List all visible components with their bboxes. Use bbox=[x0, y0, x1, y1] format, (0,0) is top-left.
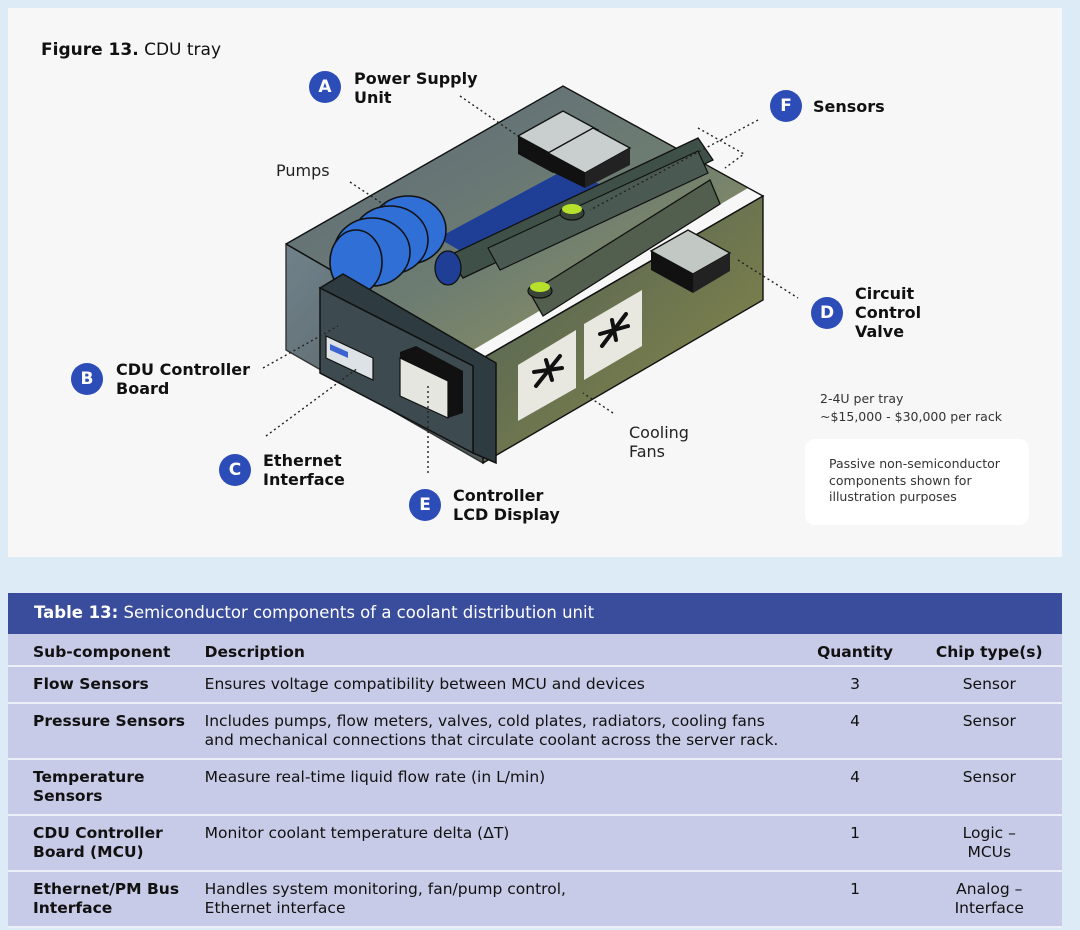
callout-label-sensors: Sensors bbox=[813, 97, 885, 116]
spec-line-units: 2-4U per tray bbox=[820, 391, 904, 406]
table-title: Semiconductor components of a coolant di… bbox=[123, 603, 595, 622]
callout-label-lcd-display: Controller LCD Display bbox=[453, 486, 560, 524]
pipe-lower bbox=[529, 179, 721, 317]
callout-badge-d: D bbox=[811, 297, 843, 329]
spec-note: 2-4U per tray ~$15,000 - $30,000 per rac… bbox=[820, 390, 1002, 426]
cell-quantity: 4 bbox=[793, 760, 917, 816]
cell-chip-type: Sensor bbox=[916, 704, 1062, 760]
cell-quantity: 3 bbox=[793, 667, 917, 704]
table-caption: Table 13: Semiconductor components of a … bbox=[8, 593, 1062, 634]
cell-sub-component: Ethernet/PM Bus Interface bbox=[8, 872, 205, 928]
leader-lines bbox=[262, 95, 799, 473]
header-quantity: Quantity bbox=[793, 634, 917, 667]
passive-components-note: Passive non-semiconductor components sho… bbox=[805, 439, 1029, 525]
callout-badge-e: E bbox=[409, 489, 441, 521]
pipe-middle bbox=[487, 150, 709, 271]
cell-chip-type: Analog – Interface bbox=[916, 872, 1062, 928]
cell-description: Handles system monitoring, fan/pump cont… bbox=[204, 872, 794, 928]
table-row: CDU Controller Board (MCU) Monitor coola… bbox=[8, 816, 1062, 872]
cell-sub-component: Flow Sensors bbox=[8, 667, 205, 704]
lcd-display-illustration bbox=[399, 346, 463, 419]
callout-label-power-supply: Power Supply Unit bbox=[354, 69, 478, 107]
components-table-panel: Table 13: Semiconductor components of a … bbox=[8, 593, 1062, 928]
power-supply-illustration bbox=[516, 110, 632, 188]
cell-quantity: 4 bbox=[793, 704, 917, 760]
coolant-channel bbox=[438, 168, 603, 258]
cell-chip-type: Sensor bbox=[916, 760, 1062, 816]
cell-quantity: 1 bbox=[793, 816, 917, 872]
ethernet-port-illustration bbox=[325, 335, 374, 381]
cooling-fans-illustration bbox=[518, 290, 642, 421]
cell-sub-component: Pressure Sensors bbox=[8, 704, 205, 760]
callout-label-cdu-controller-board: CDU Controller Board bbox=[116, 360, 250, 398]
table-row: Flow Sensors Ensures voltage compatibili… bbox=[8, 667, 1062, 704]
callout-badge-c: C bbox=[219, 454, 251, 486]
header-sub-component: Sub-component bbox=[8, 634, 205, 667]
cell-sub-component: Temperature Sensors bbox=[8, 760, 205, 816]
figure-panel: Figure 13. CDU tray A Power Supply Unit … bbox=[8, 8, 1062, 557]
table-row: Ethernet/PM Bus Interface Handles system… bbox=[8, 872, 1062, 928]
spec-line-price: ~$15,000 - $30,000 per rack bbox=[820, 409, 1002, 424]
cooling-fans-label: Cooling Fans bbox=[629, 423, 689, 461]
figure-title-text: CDU tray bbox=[144, 40, 222, 60]
callout-label-ethernet-interface: Ethernet Interface bbox=[263, 451, 345, 489]
cell-description: Monitor coolant temperature delta (ΔT) bbox=[204, 816, 794, 872]
callout-badge-f: F bbox=[770, 90, 802, 122]
figure-number: Figure 13. bbox=[41, 40, 139, 60]
header-chip-types: Chip type(s) bbox=[916, 634, 1062, 667]
table-row: Pressure Sensors Includes pumps, flow me… bbox=[8, 704, 1062, 760]
table-header-row: Sub-component Description Quantity Chip … bbox=[8, 634, 1062, 667]
cell-description: Measure real-time liquid flow rate (in L… bbox=[204, 760, 794, 816]
callout-label-circuit-control-valve: Circuit Control Valve bbox=[855, 284, 922, 341]
callout-badge-a: A bbox=[309, 71, 341, 103]
cdu-tray-illustration bbox=[262, 85, 799, 473]
cell-chip-type: Logic – MCUs bbox=[916, 816, 1062, 872]
header-description: Description bbox=[204, 634, 794, 667]
cell-description: Includes pumps, flow meters, valves, col… bbox=[204, 704, 794, 760]
sensors-illustration bbox=[527, 204, 585, 299]
table-row: Temperature Sensors Measure real-time li… bbox=[8, 760, 1062, 816]
callout-badge-b: B bbox=[71, 363, 103, 395]
cell-sub-component: CDU Controller Board (MCU) bbox=[8, 816, 205, 872]
cell-chip-type: Sensor bbox=[916, 667, 1062, 704]
control-valve-illustration bbox=[649, 229, 732, 293]
figure-title: Figure 13. CDU tray bbox=[41, 40, 221, 60]
pumps-label: Pumps bbox=[276, 161, 330, 180]
table-number: Table 13: bbox=[34, 603, 119, 622]
components-table: Sub-component Description Quantity Chip … bbox=[8, 634, 1062, 928]
cell-quantity: 1 bbox=[793, 872, 917, 928]
cell-description: Ensures voltage compatibility between MC… bbox=[204, 667, 794, 704]
